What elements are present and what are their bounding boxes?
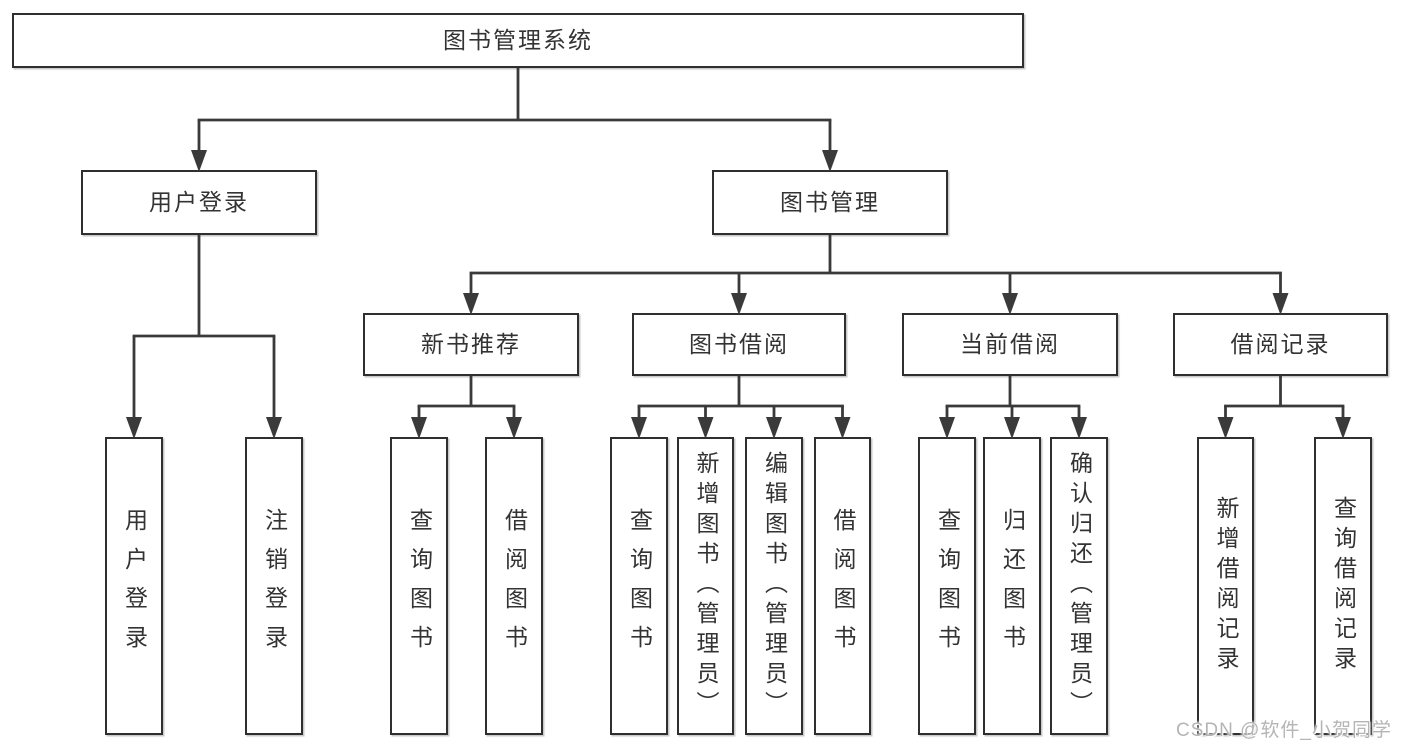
- node-user-login-action-label: 用户登录: [121, 508, 148, 664]
- node-borrow-books-borrowing: 借阅图书: [814, 437, 871, 735]
- csdn-watermark: CSDN @软件_小贺同学: [1176, 720, 1392, 741]
- node-add-borrow-record-label: 新增借阅记录: [1213, 496, 1239, 676]
- node-book-borrowing-label: 图书借阅: [689, 331, 789, 357]
- node-borrow-books-borrowing-label: 借阅图书: [830, 508, 856, 664]
- node-edit-books-admin: 编辑图书（管理员）: [745, 437, 803, 735]
- node-return-books-label: 归还图书: [999, 508, 1026, 664]
- node-book-borrowing: 图书借阅: [632, 313, 846, 376]
- node-query-books-borrowing: 查询图书: [610, 437, 668, 735]
- node-edit-books-admin-label: 编辑图书（管理员）: [761, 451, 788, 721]
- node-borrow-books-recommend-label: 借阅图书: [501, 508, 528, 664]
- node-user-login-action: 用户登录: [105, 437, 163, 735]
- node-borrow-books-recommend: 借阅图书: [485, 437, 543, 735]
- node-logout-action-label: 注销登录: [261, 508, 288, 664]
- node-current-borrowing: 当前借阅: [902, 313, 1118, 376]
- node-borrowing-records-label: 借阅记录: [1230, 331, 1331, 357]
- node-library-system: 图书管理系统: [12, 13, 1024, 68]
- node-query-books-recommend-label: 查询图书: [406, 508, 433, 664]
- node-query-books-current: 查询图书: [918, 437, 976, 735]
- node-add-borrow-record: 新增借阅记录: [1197, 437, 1254, 735]
- node-library-system-label: 图书管理系统: [443, 27, 593, 53]
- node-logout-action: 注销登录: [245, 437, 303, 735]
- node-user-login-label: 用户登录: [149, 189, 249, 215]
- node-book-management-label: 图书管理: [780, 189, 880, 215]
- node-add-books-admin: 新增图书（管理员）: [677, 437, 734, 735]
- node-book-management: 图书管理: [712, 170, 948, 235]
- node-query-borrow-record: 查询借阅记录: [1314, 437, 1372, 735]
- node-user-login: 用户登录: [81, 170, 317, 235]
- node-current-borrowing-label: 当前借阅: [960, 331, 1060, 357]
- node-new-book-recommend-label: 新书推荐: [421, 331, 521, 357]
- node-query-books-borrowing-label: 查询图书: [626, 508, 653, 664]
- node-confirm-return-admin-label: 确认归还（管理员）: [1066, 451, 1093, 721]
- node-query-borrow-record-label: 查询借阅记录: [1330, 496, 1357, 676]
- node-query-books-recommend: 查询图书: [390, 437, 448, 735]
- node-new-book-recommend: 新书推荐: [363, 313, 579, 376]
- node-confirm-return-admin: 确认归还（管理员）: [1050, 437, 1108, 735]
- node-query-books-current-label: 查询图书: [934, 508, 961, 664]
- node-return-books: 归还图书: [983, 437, 1041, 735]
- node-add-books-admin-label: 新增图书（管理员）: [693, 451, 719, 721]
- node-borrowing-records: 借阅记录: [1173, 313, 1388, 376]
